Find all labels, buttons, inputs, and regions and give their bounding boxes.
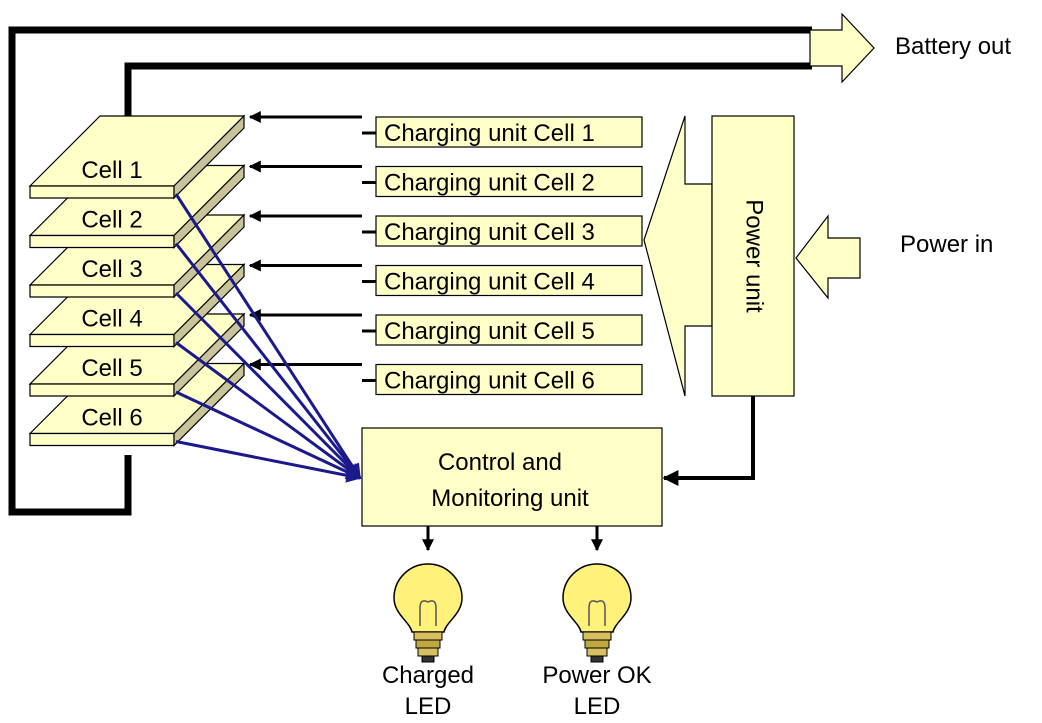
- charging-unit-box-3: [375, 215, 643, 247]
- charging-unit-label-4: Charging unit Cell 4: [384, 269, 595, 296]
- power-in-label: Power in: [900, 231, 993, 258]
- power-unit-funnel: [643, 115, 713, 397]
- control-unit-label-line1: Control and: [438, 449, 562, 476]
- cell-side-face: [173, 164, 245, 249]
- cell-side-face: [173, 213, 245, 299]
- power-unit-label: Power unit: [741, 199, 768, 313]
- cell-label: Cell 3: [81, 256, 142, 283]
- monitor-wire-cell-3: [174, 291, 362, 480]
- cell-front-face: [29, 432, 175, 447]
- monitor-wire-cell-4: [175, 341, 362, 480]
- cell-front-face: [29, 383, 175, 397]
- power-ok-led-bulb-icon: [562, 563, 632, 663]
- cell-1: Cell 1: [28, 114, 246, 200]
- charging-unit-label-6: Charging unit Cell 6: [384, 368, 595, 395]
- cell-label: Cell 2: [81, 207, 142, 234]
- cell-front-face: [29, 333, 175, 348]
- control-unit-label-line2: Monitoring unit: [431, 485, 589, 512]
- charging-unit-box-5: [375, 314, 643, 346]
- charging-unit-box-2: [375, 165, 643, 198]
- charging-units: Charging unit Cell 1 Charging unit Cell 2…: [375, 116, 643, 396]
- monitor-wire-cell-2: [174, 242, 362, 480]
- cell-side-face: [173, 362, 245, 447]
- cell-label: Cell 6: [81, 405, 142, 432]
- cell-side-face: [173, 114, 245, 200]
- cell-front-face: [29, 185, 175, 199]
- monitor-wire-cell-5: [175, 390, 362, 480]
- charging-unit-label-2: Charging unit Cell 2: [384, 170, 595, 197]
- battery-negative-wire: [8, 26, 812, 516]
- charging-wires: [248, 111, 376, 382]
- charged-led-label-line1: Charged: [382, 662, 474, 689]
- power-ok-led-label-line2: LED: [574, 693, 621, 718]
- cell-label: Cell 1: [81, 157, 142, 184]
- charging-unit-box-4: [375, 264, 643, 297]
- control-monitoring-unit-box: [361, 427, 663, 527]
- charging-unit-box-6: [375, 363, 643, 396]
- battery-out-label: Battery out: [895, 33, 1011, 60]
- cell-label: Cell 5: [81, 355, 142, 382]
- charging-unit-label-3: Charging unit Cell 3: [384, 219, 595, 246]
- monitoring-wires: [174, 193, 362, 483]
- cell-front-face: [29, 234, 175, 249]
- cell-side-face: [173, 263, 245, 348]
- charged-led-label-line2: LED: [405, 693, 452, 718]
- charging-unit-label-1: Charging unit Cell 1: [384, 120, 595, 147]
- power-unit-box: [711, 115, 795, 397]
- monitor-wire-cell-6: [175, 440, 362, 483]
- cell-label: Cell 4: [81, 306, 142, 333]
- monitor-wire-cell-1: [174, 193, 362, 480]
- cell-stack: Cell 6 Cell 5 Cell 4 Cell 3 Cell 2 Cell 1: [28, 114, 246, 447]
- cell-front-face: [29, 284, 175, 298]
- battery-out-arrow: [809, 12, 875, 84]
- charging-unit-box-1: [375, 116, 643, 148]
- charged-led-bulb-icon: [393, 563, 463, 663]
- power-ok-led-label-line1: Power OK: [542, 662, 651, 689]
- charging-unit-label-5: Charging unit Cell 5: [384, 318, 595, 345]
- power-to-control-wire: [662, 396, 755, 486]
- power-in-arrow: [795, 214, 861, 300]
- cell-4: Cell 4: [28, 263, 246, 348]
